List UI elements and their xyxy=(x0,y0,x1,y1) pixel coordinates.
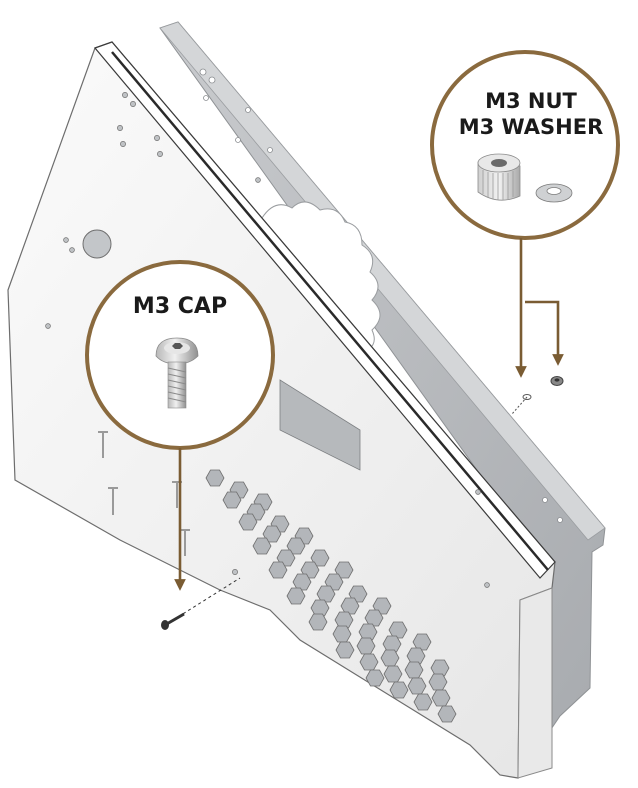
callout-ring xyxy=(430,50,620,240)
hex-vent-hole xyxy=(359,653,379,671)
hex-vent-hole xyxy=(413,693,433,711)
callout-cap-label: M3 CAP xyxy=(133,294,227,319)
hex-vent-hole xyxy=(335,641,355,659)
front-plate xyxy=(7,41,556,779)
hex-vent-hole xyxy=(431,689,451,707)
hex-vent-hole xyxy=(308,613,328,631)
arrow-nut xyxy=(525,300,564,366)
hex-vent-pattern xyxy=(205,469,457,723)
callout-nut-washer: M3 NUT M3 WASHER xyxy=(430,50,620,240)
hex-vent-hole xyxy=(380,649,400,667)
hex-vent-hole xyxy=(389,681,409,699)
hex-vent-hole xyxy=(332,625,352,643)
callout-nut-line1: M3 NUT xyxy=(485,89,577,113)
hex-vent-hole xyxy=(437,705,457,723)
split-washer-icon xyxy=(535,183,573,203)
installed-nut-icon xyxy=(550,376,564,386)
hex-vent-hole xyxy=(238,513,258,531)
hex-vent-hole xyxy=(268,561,288,579)
installed-screw-icon xyxy=(161,612,185,630)
hex-vent-hole xyxy=(428,673,448,691)
hex-vent-hole xyxy=(365,669,385,687)
hex-vent-hole xyxy=(205,469,225,487)
hex-vent-hole xyxy=(252,537,272,555)
knurled-nut-icon xyxy=(477,153,521,201)
installed-hardware xyxy=(161,376,564,630)
callout-cap: M3 CAP xyxy=(85,260,275,450)
hex-vent-hole xyxy=(222,491,242,509)
callout-nut-line2: M3 WASHER xyxy=(459,115,604,139)
hex-vent-hole xyxy=(356,637,376,655)
hex-vent-hole xyxy=(286,587,306,605)
hex-vent-hole xyxy=(383,665,403,683)
hex-vent-hole xyxy=(407,677,427,695)
assembly-arrows xyxy=(174,238,564,591)
hex-vent-hole xyxy=(404,661,424,679)
button-head-screw-icon xyxy=(155,337,199,409)
